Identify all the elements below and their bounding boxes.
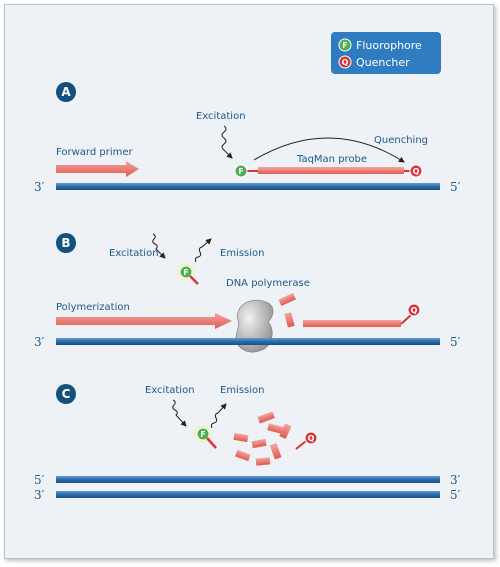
strand-end-left-b: 3′: [34, 335, 45, 349]
forward-primer-label: Forward primer: [56, 147, 134, 158]
fragment-c4: [251, 438, 267, 449]
emission-label-c: Emission: [220, 385, 265, 396]
polymerase-label: DNA polymerase: [226, 278, 310, 289]
excitation-label-b: Excitation: [109, 248, 159, 259]
remaining-probe-b: [303, 320, 401, 327]
fragment-c1: [257, 411, 275, 424]
fluorophore-label: Fluorophore: [356, 39, 422, 52]
quenching-arc: [253, 137, 405, 163]
step-b-label: B: [61, 236, 70, 250]
extension-arrow: [56, 313, 232, 329]
fluorophore-symbol-c: F: [200, 430, 205, 439]
fluorophore-icon-a: [234, 164, 248, 178]
template-strand-a: [56, 183, 440, 190]
strand-end-right-b: 5′: [450, 335, 461, 349]
quencher-icon-b: [407, 303, 421, 317]
strand-end-right-a: 5′: [450, 180, 461, 194]
figure-frame: [4, 4, 494, 559]
step-c-label: C: [62, 387, 71, 401]
excitation-arrow-b: [152, 233, 166, 259]
fluorophore-symbol-a: F: [238, 167, 243, 176]
step-b-badge: [56, 233, 76, 253]
probe-fragment-b2: [284, 312, 295, 328]
fluorophore-icon: [338, 38, 352, 52]
fluorophore-symbol-b: F: [183, 268, 188, 277]
panel-b: B Excitation Emission F DNA polymerase P…: [34, 233, 461, 353]
quencher-icon-a: [409, 164, 423, 178]
panel-c: C Excitation Emission F Q 5′ 3′ 3′ 5′: [34, 384, 461, 502]
step-a-label: A: [61, 85, 71, 99]
quenching-label: Quenching: [374, 135, 428, 146]
strand-end-bottom-left-c: 3′: [34, 488, 45, 502]
quencher-symbol: Q: [342, 58, 349, 67]
quencher-symbol-c: Q: [308, 434, 315, 443]
emission-arrow-c: [210, 403, 227, 429]
taqman-probe: [258, 167, 404, 174]
fluorophore-symbol: F: [342, 41, 347, 50]
excitation-arrow-c: [172, 399, 187, 427]
new-strand-c: [56, 476, 440, 483]
excitation-arrow-a: [221, 125, 233, 159]
quencher-symbol-a: Q: [413, 167, 420, 176]
quencher-icon-c: [304, 431, 318, 445]
probe-fragment-b1: [278, 292, 296, 307]
emission-arrow-b: [194, 238, 212, 263]
fragment-c5: [269, 443, 282, 460]
excitation-label-c: Excitation: [145, 385, 195, 396]
legend: F Fluorophore Q Quencher: [331, 32, 441, 74]
quencher-linker-c: [295, 440, 307, 450]
quencher-label: Quencher: [356, 56, 410, 69]
fragment-c3: [233, 432, 249, 443]
quencher-symbol-b: Q: [411, 306, 418, 315]
panel-a: A Excitation Quenching Forward primer Ta…: [34, 82, 461, 194]
step-c-badge: [56, 384, 76, 404]
fragment-c7: [255, 457, 271, 466]
probe-fragments-c: [233, 411, 292, 466]
excitation-label-a: Excitation: [196, 111, 246, 122]
polymerization-label: Polymerization: [56, 302, 130, 313]
emission-label-b: Emission: [220, 248, 265, 259]
quencher-icon: [338, 55, 352, 69]
fragment-c6: [235, 449, 251, 462]
template-strand-c: [56, 491, 440, 498]
strand-end-top-left-c: 5′: [34, 473, 45, 487]
forward-primer-arrow: [56, 161, 139, 177]
template-strand-b: [56, 338, 440, 345]
strand-end-top-right-c: 3′: [450, 473, 461, 487]
probe-label: TaqMan probe: [296, 154, 367, 165]
fragment-c8: [279, 423, 292, 440]
fluorophore-icon-c: [196, 427, 210, 441]
fluorophore-icon-b: [179, 265, 193, 279]
released-fragment-c: [206, 437, 217, 449]
legend-box: [331, 32, 441, 74]
strand-end-bottom-right-c: 5′: [450, 488, 461, 502]
step-a-badge: [56, 82, 76, 102]
fragment-c2: [267, 423, 284, 434]
strand-end-left-a: 3′: [34, 180, 45, 194]
released-fragment-b: [189, 275, 199, 285]
probe-linker-q-b: [400, 314, 412, 325]
